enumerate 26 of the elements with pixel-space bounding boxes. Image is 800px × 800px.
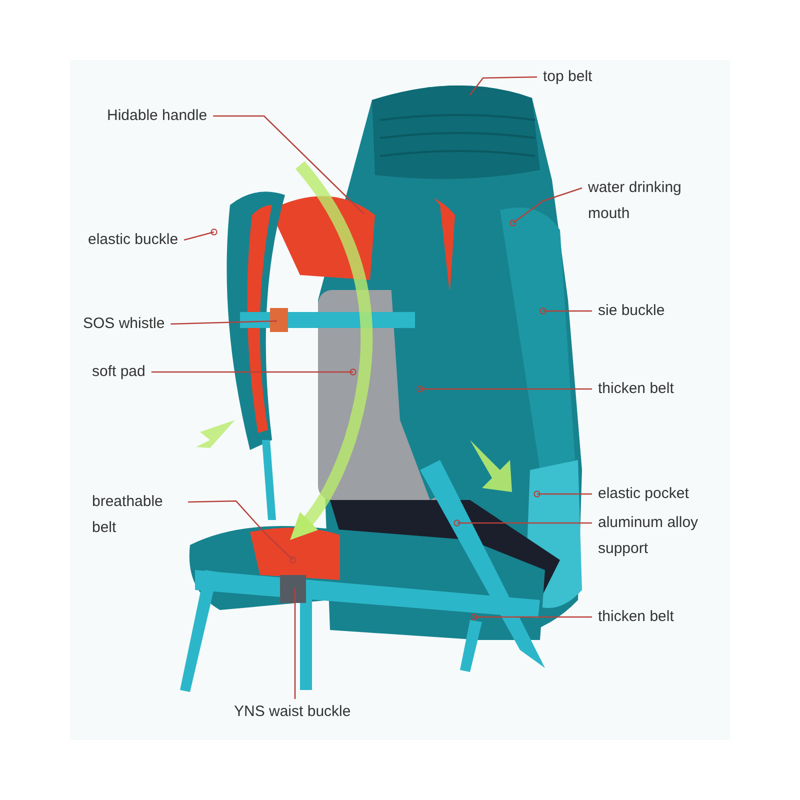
leader-line bbox=[540, 308, 592, 314]
callout-label: Hidable handle bbox=[107, 107, 208, 124]
leader-line bbox=[510, 187, 582, 226]
callout-label: sie buckle bbox=[598, 302, 665, 319]
callout-label: elastic buckle bbox=[88, 231, 178, 248]
callout-label: thicken belt bbox=[598, 608, 674, 625]
callout-label: top belt bbox=[543, 68, 592, 85]
leader-line bbox=[416, 386, 592, 392]
callout-label: aluminum alloy support bbox=[598, 514, 698, 557]
callout-label: water drinking mouth bbox=[588, 179, 682, 222]
leader-line bbox=[470, 614, 592, 620]
callout-label: YNS waist buckle bbox=[234, 703, 351, 720]
callout-label: SOS whistle bbox=[83, 315, 165, 332]
leader-line bbox=[213, 115, 364, 214]
callout-label: soft pad bbox=[92, 363, 146, 380]
callout-label: breathable belt bbox=[92, 493, 163, 536]
leader-line bbox=[454, 520, 592, 526]
leader-line bbox=[151, 368, 356, 376]
callout-label: thicken belt bbox=[598, 380, 674, 397]
leader-line bbox=[170, 320, 278, 325]
leader-line bbox=[184, 228, 218, 241]
callout-label: elastic pocket bbox=[598, 485, 689, 502]
leader-line bbox=[188, 500, 296, 564]
leader-line bbox=[469, 76, 538, 96]
leader-line bbox=[294, 588, 296, 699]
leader-line bbox=[534, 490, 592, 498]
